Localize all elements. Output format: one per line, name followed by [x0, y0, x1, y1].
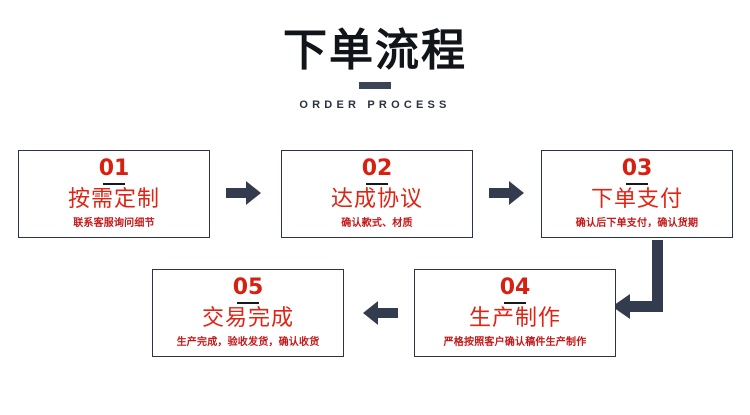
step-card-04: 04 生产制作 严格按照客户确认稿件生产制作 [414, 269, 616, 357]
step-number-divider [626, 182, 648, 185]
step-title: 下单支付 [590, 186, 683, 212]
step-card-03: 03 下单支付 确认后下单支付，确认货期 [541, 150, 733, 238]
step-title: 生产制作 [468, 305, 561, 331]
step-description: 严格按照客户确认稿件生产制作 [443, 337, 587, 349]
step-number: 02 [361, 155, 393, 181]
page-title: 下单流程 [283, 25, 467, 76]
title-divider [359, 82, 391, 90]
step-number: 03 [621, 155, 653, 181]
page-header: 下单流程 ORDER PROCESS [0, 25, 750, 112]
step-card-05: 05 交易完成 生产完成，验收发货，确认收货 [152, 269, 344, 357]
step-number-divider [366, 182, 388, 185]
step-number-divider [103, 182, 125, 185]
step-number: 05 [232, 274, 264, 300]
step-card-01: 01 按需定制 联系客服询问细节 [18, 150, 210, 238]
step-number-divider [504, 301, 526, 304]
arrow-down-left-elbow-icon [612, 240, 674, 326]
step-title: 交易完成 [201, 305, 294, 331]
step-description: 生产完成，验收发货，确认收货 [176, 337, 320, 349]
page-subtitle: ORDER PROCESS [299, 99, 451, 112]
step-title: 按需定制 [67, 186, 160, 212]
step-card-02: 02 达成协议 确认款式、材质 [281, 150, 473, 238]
step-number-divider [237, 301, 259, 304]
step-description: 确认款式、材质 [341, 218, 413, 230]
step-number: 04 [499, 274, 531, 300]
step-description: 确认后下单支付，确认货期 [575, 218, 699, 230]
step-title: 达成协议 [330, 186, 423, 212]
step-number: 01 [98, 155, 130, 181]
arrow-left-icon [362, 300, 398, 326]
arrow-right-icon [226, 180, 262, 206]
arrow-right-icon [489, 180, 525, 206]
step-description: 联系客服询问细节 [73, 218, 155, 230]
